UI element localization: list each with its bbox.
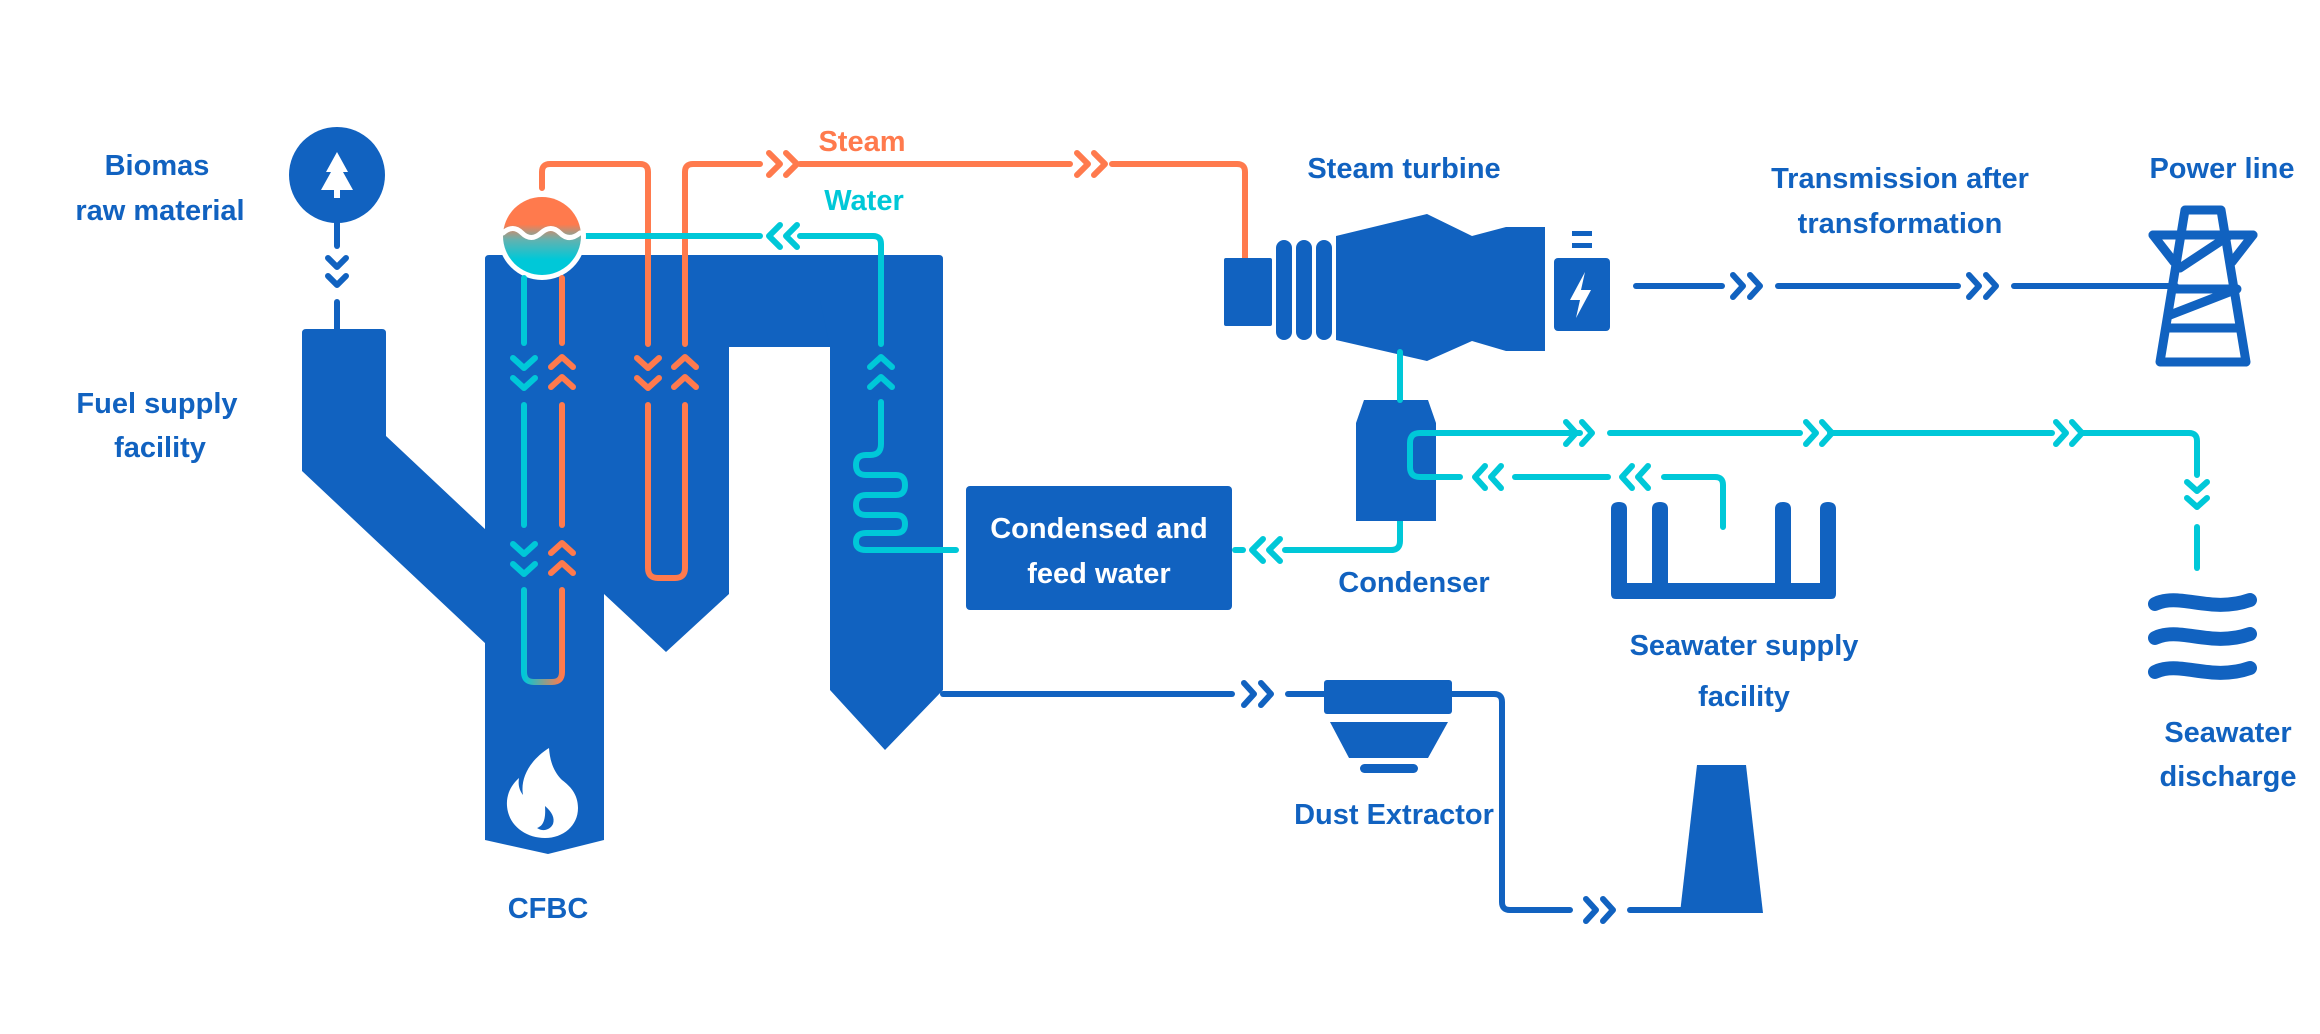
condensed-feed-water-box: Condensed and feed water — [966, 486, 1232, 610]
tree-icon — [321, 152, 353, 198]
turbine-inlet-box — [1224, 258, 1272, 326]
fuel-supply-label-line2: facility — [114, 432, 206, 464]
steam-drum — [498, 150, 1248, 685]
generator — [1554, 231, 1610, 331]
biomass-node — [289, 127, 385, 333]
turbine-ring-2 — [1296, 240, 1312, 340]
transmission-tower-icon — [2148, 205, 2258, 367]
condensate-chevron-left-icon — [1249, 536, 1283, 564]
seawater-outlet-pipe — [1407, 430, 1583, 480]
transmission-label-line2: transformation — [1798, 208, 2003, 240]
condensed-label-line2: feed water — [1027, 558, 1170, 590]
electricity-chevron-right-icon — [1730, 272, 1999, 300]
steam-turbine-label: Steam turbine — [1307, 153, 1500, 185]
water-chevron-left-icon — [766, 222, 800, 250]
seawater-supply-label-line2: facility — [1698, 681, 1790, 713]
steam-turbine — [1224, 214, 1545, 361]
chevron-down-icon — [325, 255, 349, 288]
seawater-outlet-pipe-4 — [2079, 430, 2200, 478]
water-label: Water — [824, 185, 904, 217]
seawater-inlet-pipe-2 — [1661, 474, 1726, 530]
transmission-label-line1: Transmission after — [1771, 163, 2029, 195]
flue-gas-chevron-right-icon — [1241, 680, 1616, 924]
flame-icon — [506, 748, 578, 838]
seawater-chevron-down-icon — [2184, 479, 2210, 510]
power-line-label: Power line — [2149, 153, 2294, 185]
fuel-supply-label-line1: Fuel supply — [76, 388, 237, 420]
riser-steam-pipe-1 — [539, 161, 651, 347]
seawater-supply-label-line1: Seawater supply — [1630, 630, 1859, 662]
waterwall-u-bend — [521, 587, 565, 685]
condensate-pipe — [1282, 354, 1403, 553]
steam-label: Steam — [818, 126, 905, 158]
biomass-label-line2: raw material — [75, 195, 244, 227]
seawater-discharge-label-line2: discharge — [2160, 761, 2297, 793]
economizer-chevron-up-icon — [867, 354, 895, 390]
condenser — [1356, 349, 1436, 521]
seawater-discharge-label-line1: Seawater — [2164, 717, 2291, 749]
bolt-icon — [1570, 272, 1591, 318]
flue-gas-pipe-3 — [1449, 691, 1573, 913]
generator-terminal-1 — [1572, 231, 1592, 236]
condensed-label-line1: Condensed and — [990, 513, 1208, 545]
cfbc-furnace — [485, 255, 943, 854]
economizer-coil — [853, 399, 959, 553]
steam-main-pipe — [682, 161, 763, 347]
turbine-ring-3 — [1316, 240, 1332, 340]
condensed-feed-water-rect — [966, 486, 1232, 610]
condenser-body — [1356, 400, 1436, 521]
biomass-label-line1: Biomas — [105, 150, 210, 182]
condenser-label: Condenser — [1338, 567, 1489, 599]
cfbc-label: CFBC — [508, 893, 589, 925]
drum-water-wave — [500, 226, 583, 240]
transmission-line — [1633, 272, 2179, 300]
flue-gas-path — [940, 680, 1685, 924]
boiler-structure — [302, 255, 943, 854]
waves-icon — [2148, 593, 2257, 680]
seawater-loop — [1407, 419, 2210, 571]
generator-terminal-2 — [1572, 243, 1592, 248]
chimney-icon — [1680, 765, 1763, 913]
superheater-u-bend — [645, 402, 688, 581]
water-return-pipe-2 — [797, 233, 884, 347]
seawater-chevron-right-icon — [1563, 419, 2085, 447]
downcomer-chevron-down-icon — [510, 355, 538, 577]
dust-extractor-icon — [1324, 680, 1452, 773]
turbine-ring-1 — [1276, 240, 1292, 340]
seawater-supply-facility-icon — [1611, 502, 1836, 599]
superheater-chevron-icon — [634, 354, 699, 391]
turbine-body — [1336, 214, 1545, 361]
drum-icon — [503, 197, 581, 275]
riser-chevron-up-icon — [548, 354, 576, 576]
fuel-supply-chute — [302, 329, 486, 644]
steam-main-pipe-3 — [1109, 161, 1248, 261]
dust-extractor-label: Dust Extractor — [1294, 799, 1494, 831]
steam-chevron-right-icon — [766, 150, 1108, 178]
seawater-chevron-left-icon — [1472, 463, 1651, 491]
